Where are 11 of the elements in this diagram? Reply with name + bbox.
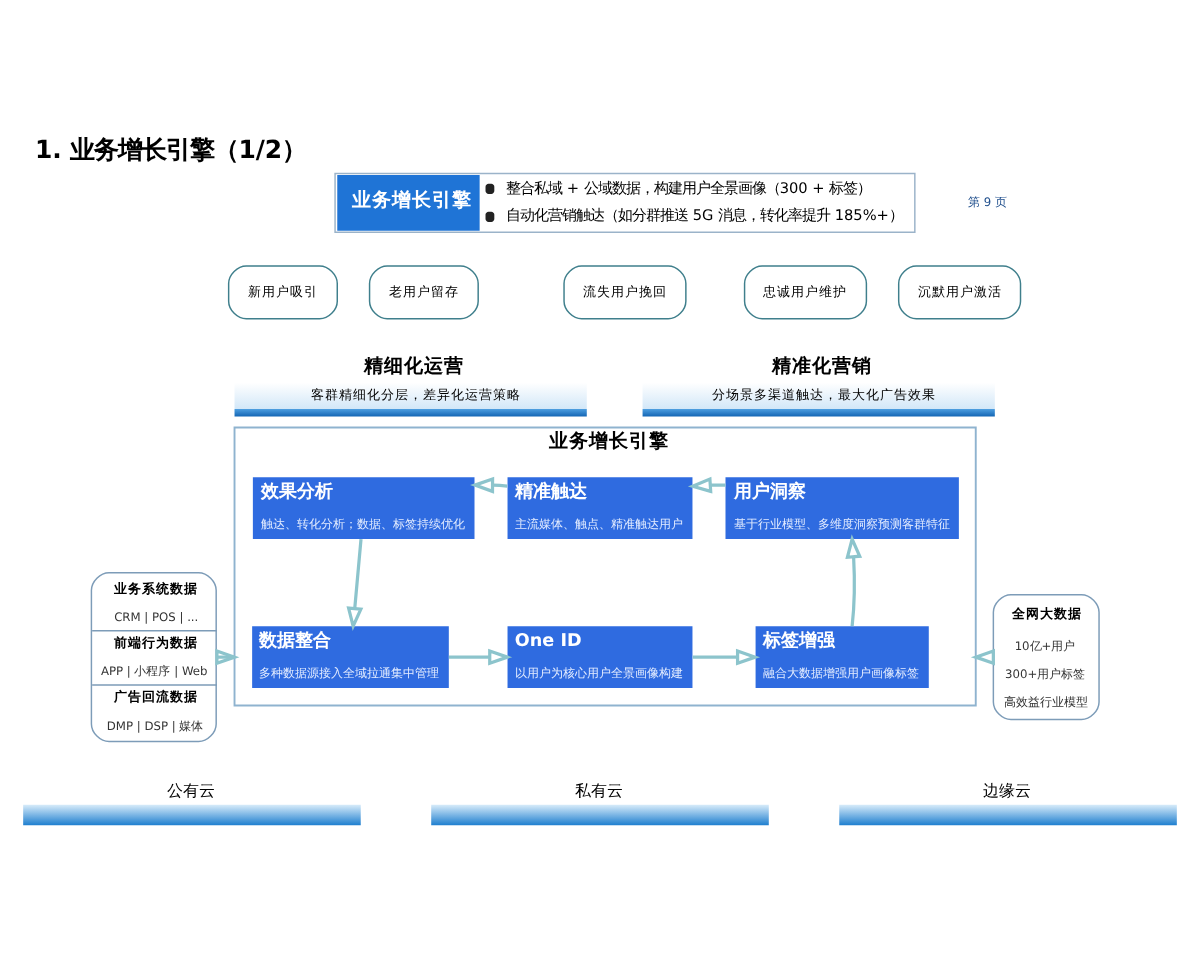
node-label: 精准化营销: [771, 354, 872, 377]
arrow: [845, 533, 863, 626]
arrow: [346, 538, 364, 630]
arrow: [448, 647, 513, 665]
node-box: [839, 803, 1177, 825]
arrow: [692, 647, 761, 665]
node-label: 精细化运营: [363, 354, 464, 377]
node-box: [23, 803, 361, 825]
diagram-title: 1. 业务增长引擎（1/2）: [34, 133, 307, 164]
node-box: [431, 803, 769, 825]
arrow: [687, 475, 726, 493]
